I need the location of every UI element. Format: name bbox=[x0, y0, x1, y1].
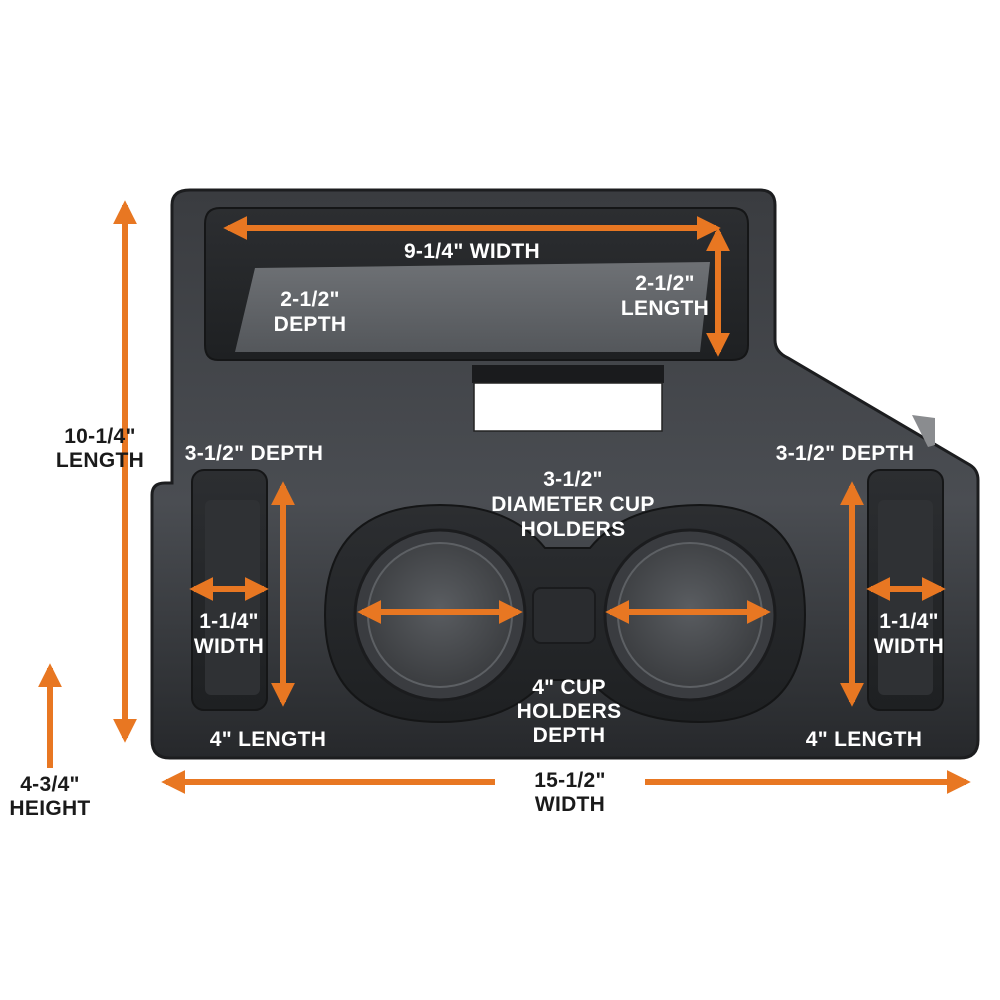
tray-labels: 9-1/4" WIDTH 2-1/2" DEPTH 2-1/2" LENGTH … bbox=[185, 240, 944, 751]
height-label-line1: 4-3/4" bbox=[20, 773, 80, 796]
cup-bridge bbox=[532, 587, 596, 644]
top-compartment-floor bbox=[235, 262, 710, 352]
cord-slot-shadow bbox=[472, 365, 664, 383]
dimension-arrows bbox=[38, 200, 971, 794]
cord-slot bbox=[473, 382, 663, 432]
top-depth-label-line2: DEPTH bbox=[274, 313, 347, 336]
overall-width-label-line1: 15-1/2" bbox=[534, 769, 606, 792]
overall-width-label-line2: WIDTH bbox=[535, 793, 605, 816]
height-label-line2: HEIGHT bbox=[9, 797, 90, 820]
cup-depth-label-line1: 4" CUP bbox=[532, 676, 606, 699]
left-width-label-line2: WIDTH bbox=[194, 635, 264, 658]
cup-depth-label-line3: DEPTH bbox=[533, 724, 606, 747]
right-width-label-line1: 1-1/4" bbox=[879, 610, 939, 633]
left-depth-label: 3-1/2" DEPTH bbox=[185, 442, 323, 465]
right-pocket-inner bbox=[878, 500, 933, 695]
left-length-label: 4" LENGTH bbox=[210, 728, 327, 751]
cup-diameter-label-line1: 3-1/2" bbox=[543, 468, 603, 491]
left-pocket-inner bbox=[205, 500, 260, 695]
side-tab bbox=[912, 415, 935, 447]
top-length-label-line1: 2-1/2" bbox=[635, 272, 695, 295]
top-width-label: 9-1/4" WIDTH bbox=[404, 240, 540, 263]
cup-diameter-label-line3: HOLDERS bbox=[521, 518, 626, 541]
overall-length-label-line1: 10-1/4" bbox=[64, 425, 136, 448]
outer-labels: 10-1/4" LENGTH 4-3/4" HEIGHT 15-1/2" WID… bbox=[9, 425, 605, 820]
right-length-label: 4" LENGTH bbox=[806, 728, 923, 751]
right-width-label-line2: WIDTH bbox=[874, 635, 944, 658]
cup-depth-label-line2: HOLDERS bbox=[517, 700, 622, 723]
overall-length-label-line2: LENGTH bbox=[56, 449, 144, 472]
top-depth-label-line1: 2-1/2" bbox=[280, 288, 340, 311]
right-depth-label: 3-1/2" DEPTH bbox=[776, 442, 914, 465]
top-length-label-line2: LENGTH bbox=[621, 297, 709, 320]
left-width-label-line1: 1-1/4" bbox=[199, 610, 259, 633]
cup-diameter-label-line2: DIAMETER CUP bbox=[491, 493, 654, 516]
